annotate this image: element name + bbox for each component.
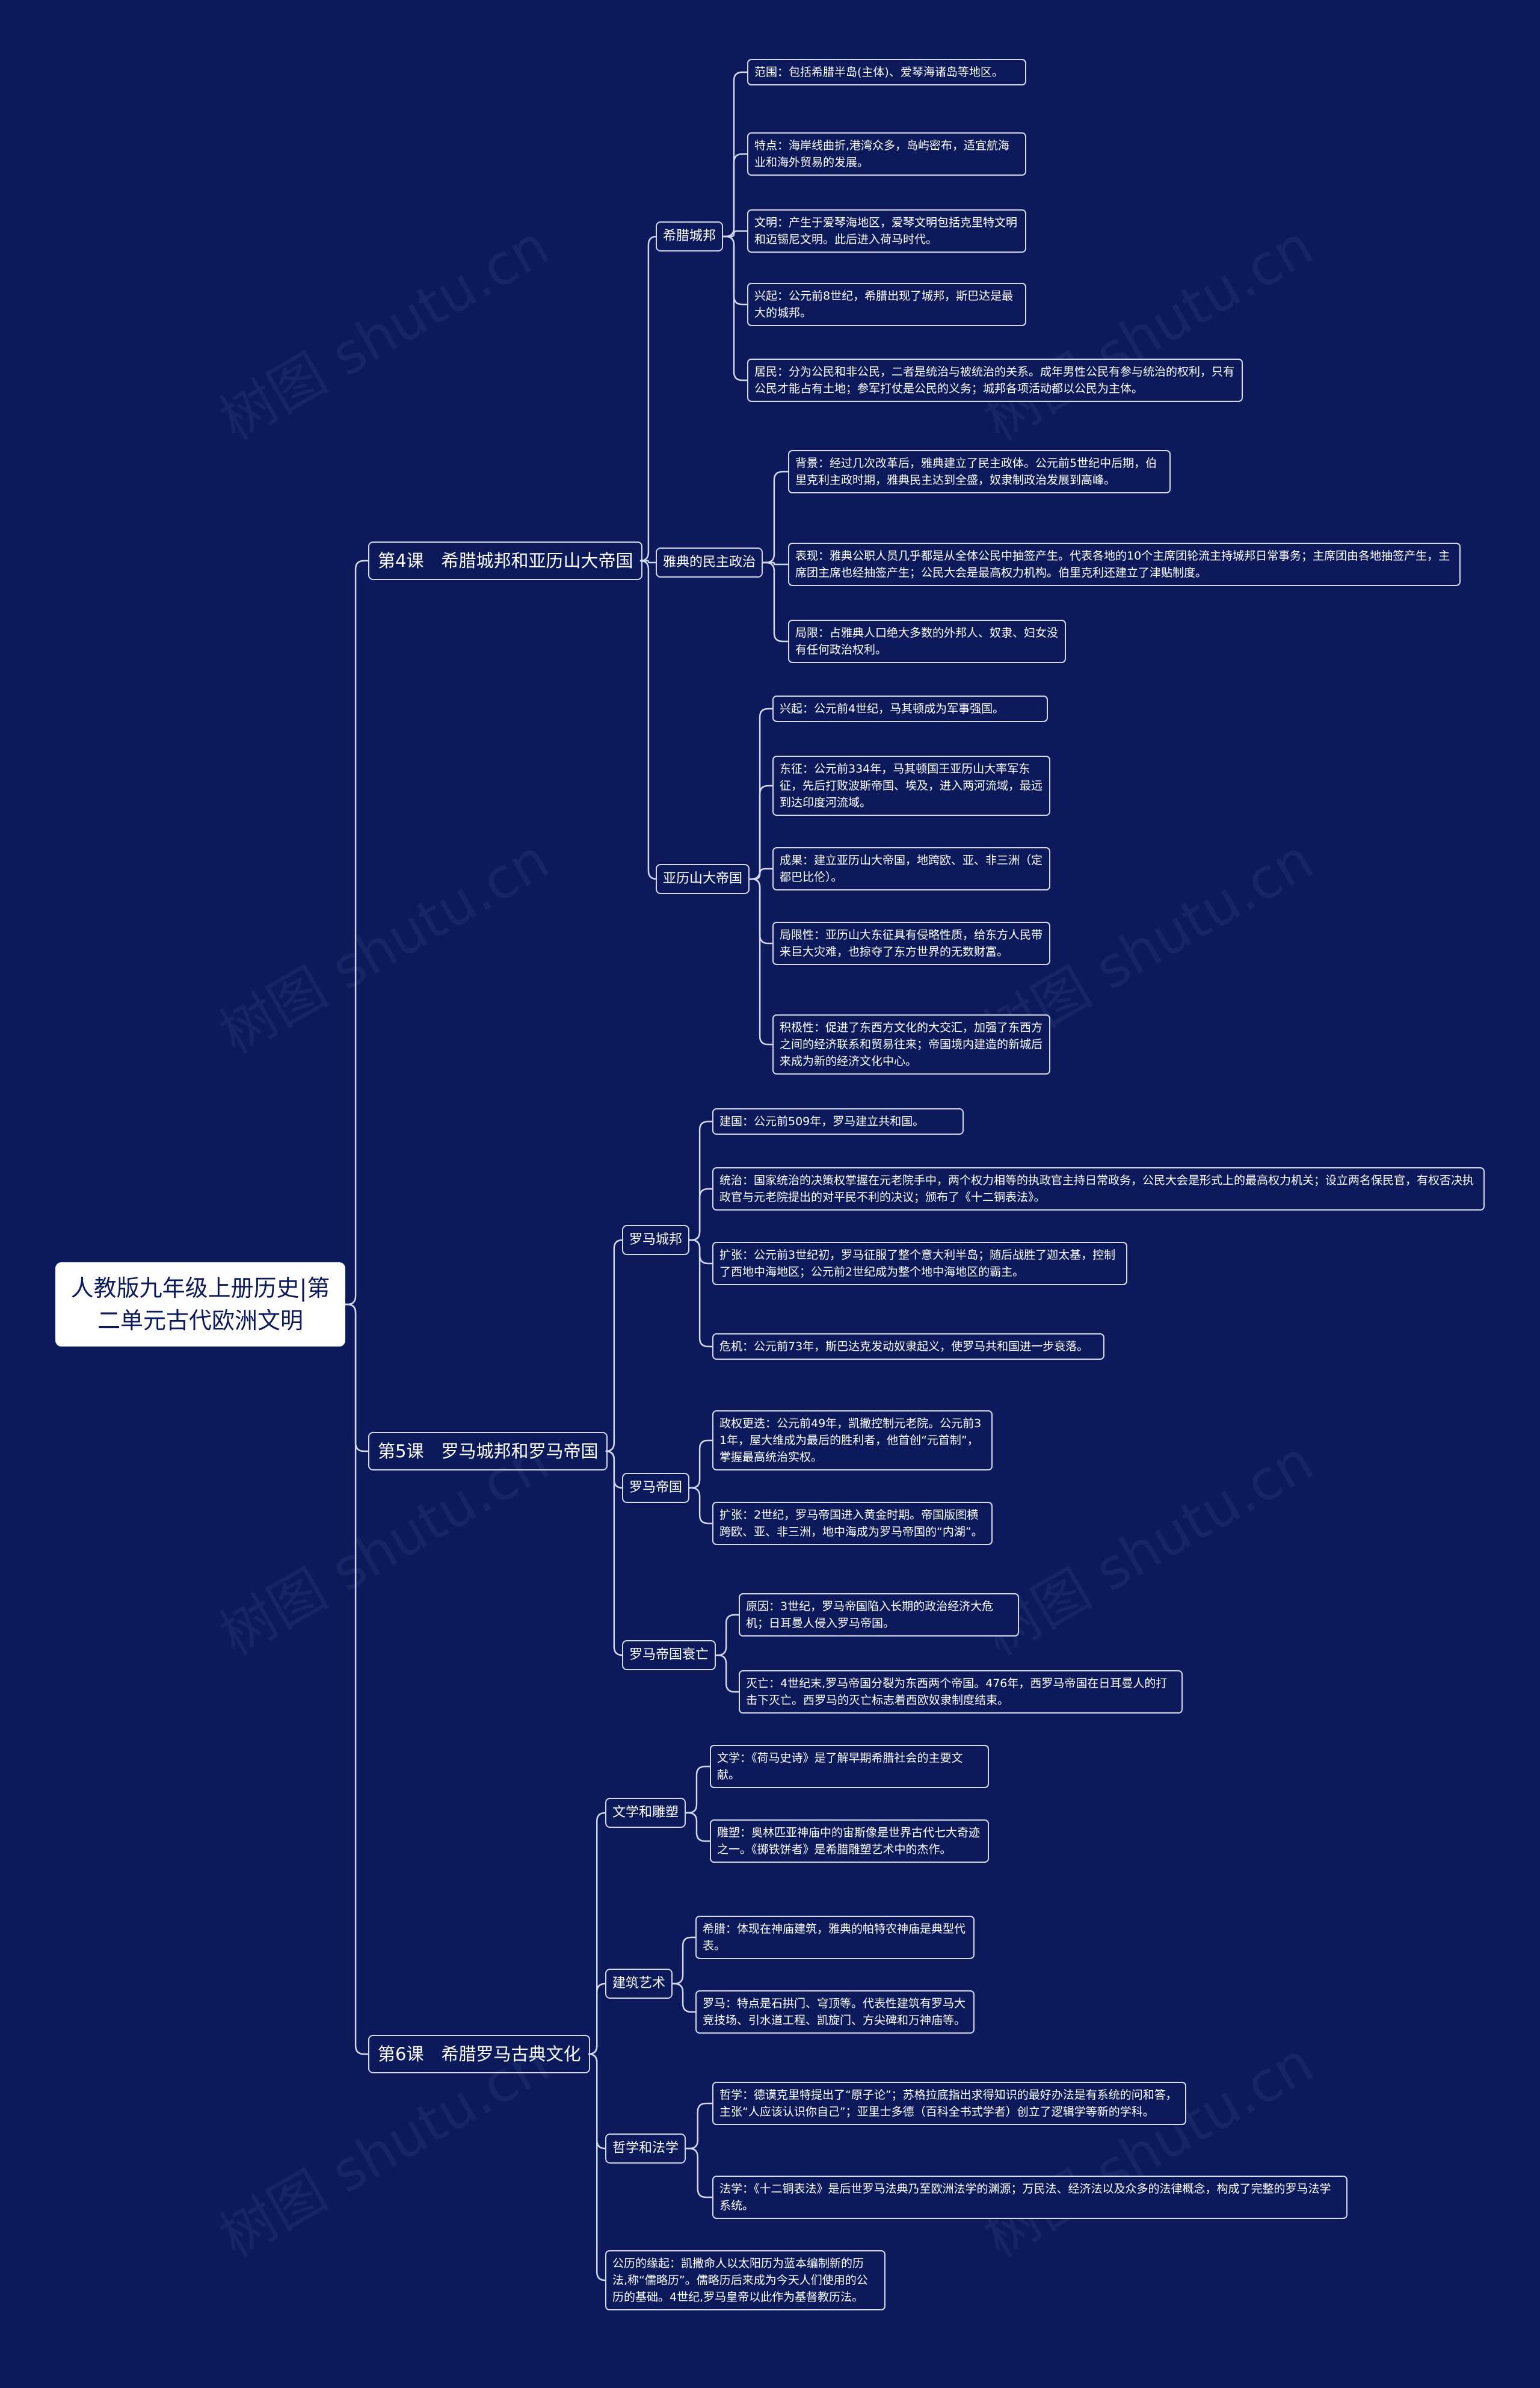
connector-line bbox=[750, 878, 772, 1046]
connector-line bbox=[723, 230, 747, 238]
connector-line bbox=[723, 235, 747, 306]
leaf-node[interactable]: 统治：国家统治的决策权掌握在元老院手中，两个权力相等的执政官主持日常政务，公民大… bbox=[712, 1167, 1485, 1211]
topic-calendar-origin[interactable]: 公历的缘起：凯撒命人以太阳历为蓝本编制新的历法,称“儒略历”。儒略历后来成为今天… bbox=[605, 2250, 886, 2310]
connector-line bbox=[750, 708, 772, 880]
leaf-node[interactable]: 局限：占雅典人口绝大多数的外邦人、奴隶、妇女没有任何政治权利。 bbox=[788, 620, 1066, 663]
leaf-node[interactable]: 成果：建立亚历山大帝国，地跨欧、亚、非三洲（定都巴比伦）。 bbox=[772, 847, 1050, 890]
connector-line bbox=[716, 1654, 739, 1693]
lesson-4-node[interactable]: 第4课 希腊城邦和亚历山大帝国 bbox=[368, 541, 643, 580]
topic-greek-city-states[interactable]: 希腊城邦 bbox=[656, 221, 724, 251]
lesson-6-node[interactable]: 第6课 希腊罗马古典文化 bbox=[368, 2035, 591, 2073]
connector-line bbox=[345, 1303, 368, 1452]
topic-architecture[interactable]: 建筑艺术 bbox=[605, 1969, 673, 1999]
topic-philosophy-law[interactable]: 哲学和法学 bbox=[605, 2133, 686, 2164]
leaf-node[interactable]: 东征：公元前334年，马其顿国王亚历山大率军东征，先后打败波斯帝国、埃及，进入两… bbox=[772, 756, 1050, 816]
connector-line bbox=[689, 1487, 712, 1525]
connector-line bbox=[345, 560, 368, 1306]
connector-line bbox=[689, 1239, 712, 1265]
connector-line bbox=[686, 1812, 710, 1842]
leaf-node[interactable]: 政权更迭：公元前49年，凯撒控制元老院。公元前31年，屋大维成为最后的胜利者，他… bbox=[712, 1410, 993, 1470]
topic-roman-decline[interactable]: 罗马帝国衰亡 bbox=[622, 1640, 716, 1670]
connector-line bbox=[689, 1239, 712, 1348]
leaf-node[interactable]: 危机：公元前73年，斯巴达克发动奴隶起义，使罗马共和国进一步衰落。 bbox=[712, 1333, 1104, 1360]
leaf-node[interactable]: 文明：产生于爱琴海地区，爱琴文明包括克里特文明和迈锡尼文明。此后进入荷马时代。 bbox=[747, 209, 1026, 253]
connector-line bbox=[673, 1936, 695, 1985]
leaf-node[interactable]: 文学：《荷马史诗》是了解早期希腊社会的主要文献。 bbox=[710, 1745, 989, 1788]
leaf-node[interactable]: 罗马：特点是石拱门、穹顶等。代表性建筑有罗马大竞技场、引水道工程、凯旋门、方尖碑… bbox=[695, 1990, 975, 2034]
lesson-5-node[interactable]: 第5课 罗马城邦和罗马帝国 bbox=[368, 1432, 608, 1470]
leaf-node[interactable]: 背景：经过几次改革后，雅典建立了民主政体。公元前5世纪中后期，伯里克利主政时期，… bbox=[788, 450, 1171, 493]
connector-line bbox=[763, 471, 788, 564]
connector-line bbox=[605, 1450, 623, 1656]
connector-line bbox=[689, 1188, 712, 1241]
leaf-node[interactable]: 雕塑：奥林匹亚神庙中的宙斯像是世界古代七大奇迹之一。《掷铁饼者》是希腊雕塑艺术中… bbox=[710, 1819, 989, 1863]
leaf-node[interactable]: 居民：分为公民和非公民，二者是统治与被统治的关系。成年男性公民有参与统治的权利，… bbox=[747, 359, 1243, 402]
topic-alexander-empire[interactable]: 亚历山大帝国 bbox=[656, 864, 750, 894]
connector-line bbox=[639, 235, 657, 562]
leaf-node[interactable]: 哲学：德谟克里特提出了“原子论”；苏格拉底指出求得知识的最好办法是有系统的问和答… bbox=[712, 2082, 1186, 2125]
topic-roman-city-state[interactable]: 罗马城邦 bbox=[622, 1225, 690, 1255]
connector-line bbox=[642, 560, 656, 564]
connector-line bbox=[673, 1982, 695, 2013]
connector-line bbox=[686, 1765, 710, 1814]
topic-literature-sculpture[interactable]: 文学和雕塑 bbox=[605, 1798, 686, 1828]
leaf-node[interactable]: 局限性：亚历山大东征具有侵略性质，给东方人民带来巨大灾难，也掠夺了东方世界的无数… bbox=[772, 922, 1050, 965]
connector-line bbox=[716, 1614, 739, 1656]
connector-line bbox=[750, 868, 772, 880]
leaf-node[interactable]: 扩张：2世纪，罗马帝国进入黄金时期。帝国版图横跨欧、亚、非三洲，地中海成为罗马帝… bbox=[712, 1502, 993, 1545]
connector-line bbox=[686, 2147, 712, 2198]
connector-line bbox=[750, 878, 772, 945]
topic-athenian-democracy[interactable]: 雅典的民主政治 bbox=[656, 548, 763, 578]
leaf-node[interactable]: 法学：《十二铜表法》是后世罗马法典乃至欧洲法学的渊源；万民法、经济法以及众多的法… bbox=[712, 2176, 1348, 2219]
connector-line bbox=[689, 1120, 712, 1241]
connector-line bbox=[588, 2053, 606, 2282]
leaf-node[interactable]: 兴起：公元前8世纪，希腊出现了城邦，斯巴达是最大的城邦。 bbox=[747, 283, 1026, 326]
leaf-node[interactable]: 表现：雅典公职人员几乎都是从全体公民中抽签产生。代表各地的10个主席团轮流主持城… bbox=[788, 543, 1461, 586]
connector-line bbox=[605, 1239, 623, 1452]
connector-line bbox=[763, 561, 788, 643]
leaf-node[interactable]: 兴起：公元前4世纪，马其顿成为军事强国。 bbox=[772, 696, 1048, 722]
connector-line bbox=[723, 235, 747, 381]
leaf-node[interactable]: 希腊：体现在神庙建筑，雅典的帕特农神庙是典型代表。 bbox=[695, 1916, 975, 1959]
connector-line bbox=[689, 1439, 712, 1489]
connector-line bbox=[723, 153, 747, 238]
leaf-node[interactable]: 灭亡：4世纪末,罗马帝国分裂为东西两个帝国。476年，西罗马帝国在日耳曼人的打击… bbox=[739, 1670, 1183, 1714]
connector-line bbox=[763, 561, 788, 566]
connector-line bbox=[345, 1303, 368, 2055]
connector-line bbox=[639, 560, 657, 880]
connector-line bbox=[750, 785, 772, 880]
leaf-node[interactable]: 扩张：公元前3世纪初，罗马征服了整个意大利半岛；随后战胜了迦太基，控制了西地中海… bbox=[712, 1242, 1127, 1285]
leaf-node[interactable]: 积极性：促进了东西方文化的大交汇，加强了东西方之间的经济联系和贸易往来；帝国境内… bbox=[772, 1014, 1050, 1075]
connector-line bbox=[588, 1982, 606, 2055]
leaf-node[interactable]: 特点：海岸线曲折,港湾众多，岛屿密布，适宜航海业和海外贸易的发展。 bbox=[747, 132, 1026, 176]
connector-line bbox=[686, 2102, 712, 2150]
topic-roman-empire[interactable]: 罗马帝国 bbox=[622, 1473, 690, 1503]
leaf-node[interactable]: 范围：包括希腊半岛(主体)、爱琴海诸岛等地区。 bbox=[747, 59, 1026, 85]
leaf-node[interactable]: 原因：3世纪，罗马帝国陷入长期的政治经济大危机；日耳曼人侵入罗马帝国。 bbox=[739, 1593, 1019, 1637]
root-topic[interactable]: 人教版九年级上册历史|第二单元古代欧洲文明 bbox=[55, 1262, 345, 1347]
leaf-node[interactable]: 建国：公元前509年，罗马建立共和国。 bbox=[712, 1108, 964, 1135]
